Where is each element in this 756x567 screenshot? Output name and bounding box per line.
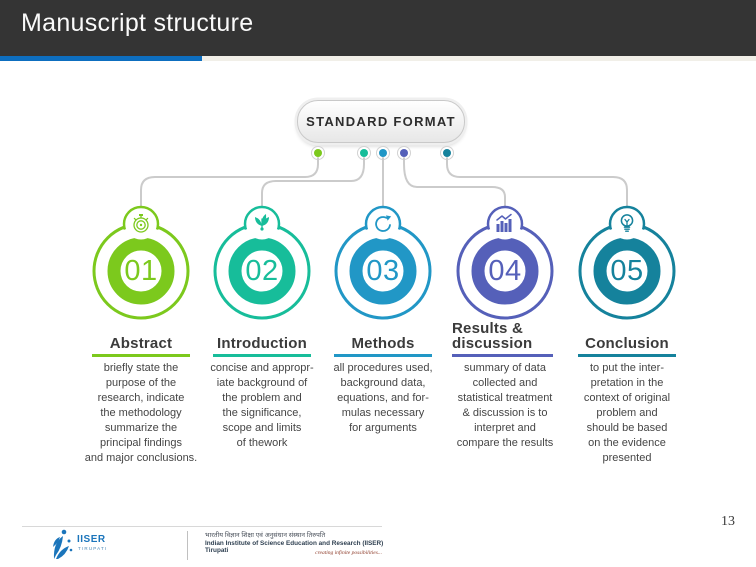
- title-underline: [578, 354, 676, 357]
- connector-dot-4: [400, 149, 408, 157]
- bar-chart-icon: [496, 213, 512, 232]
- badge-number: 03: [366, 255, 399, 287]
- badge-number: 05: [610, 255, 643, 287]
- logo-vertical-divider: [187, 531, 188, 560]
- title-underline: [334, 354, 432, 357]
- badge-04: 04: [456, 205, 554, 320]
- institute-name-hindi: भारतीय विज्ञान शिक्षा एवं अनुसंधान संस्थ…: [205, 532, 326, 539]
- standard-format-label: STANDARD FORMAT: [306, 114, 456, 129]
- iiser-logo: [53, 529, 73, 559]
- section-title: Results & discussion: [452, 320, 533, 352]
- section-description: briefly state the purpose of the researc…: [84, 362, 198, 464]
- iiser-logo-text: IISER: [77, 534, 106, 545]
- section-introduction: Introduction concise and appropr- iate b…: [194, 315, 330, 451]
- header-accent-bar: [0, 56, 202, 61]
- bulb-icon: [620, 214, 634, 232]
- refresh-icon: [375, 215, 392, 232]
- section-description: all procedures used, background data, eq…: [333, 362, 433, 434]
- institute-tagline: creating infinite possibilities...: [315, 550, 382, 556]
- connector-dot-1: [314, 149, 322, 157]
- badge-number: 01: [124, 255, 157, 287]
- connector-dot-5: [443, 149, 451, 157]
- page-number: 13: [721, 514, 735, 529]
- badge-05: 05: [578, 205, 676, 320]
- page-title: Manuscript structure: [21, 9, 254, 37]
- section-conclusion: Conclusion to put the inter- pretation i…: [559, 315, 695, 466]
- section-results-discussion: Results & discussion summary of data col…: [437, 315, 573, 451]
- badge-02: 02: [213, 205, 311, 320]
- connector-dot-3: [379, 149, 387, 157]
- standard-format-pill: STANDARD FORMAT: [297, 100, 465, 143]
- connector-dot-2: [360, 149, 368, 157]
- badge-number: 02: [245, 255, 278, 287]
- title-underline: [92, 354, 190, 357]
- section-title: Introduction: [217, 335, 307, 352]
- leaves-icon: [255, 214, 269, 231]
- title-underline: [213, 354, 311, 357]
- footer-divider-line: [22, 526, 382, 527]
- header-beige-bar: [202, 56, 756, 61]
- section-abstract: Abstract briefly state the purpose of th…: [73, 315, 209, 466]
- slide-header: Manuscript structure: [0, 0, 756, 56]
- iiser-logo-subtext: TIRUPATI: [78, 546, 108, 551]
- badge-03: 03: [334, 205, 432, 320]
- section-title: Methods: [351, 335, 415, 352]
- section-methods: Methods all procedures used, background …: [315, 315, 451, 436]
- section-description: summary of data collected and statistica…: [456, 362, 554, 449]
- section-description: concise and appropr- iate background of …: [210, 362, 314, 449]
- section-description: to put the inter- pretation in the conte…: [583, 362, 671, 464]
- badge-01: 01: [92, 205, 190, 320]
- stopwatch-icon: [133, 214, 149, 233]
- institute-name-english: Indian Institute of Science Education an…: [205, 540, 384, 554]
- section-title: Abstract: [109, 335, 173, 352]
- section-title: Conclusion: [585, 335, 669, 352]
- title-underline: [452, 354, 553, 357]
- badge-number: 04: [488, 255, 521, 287]
